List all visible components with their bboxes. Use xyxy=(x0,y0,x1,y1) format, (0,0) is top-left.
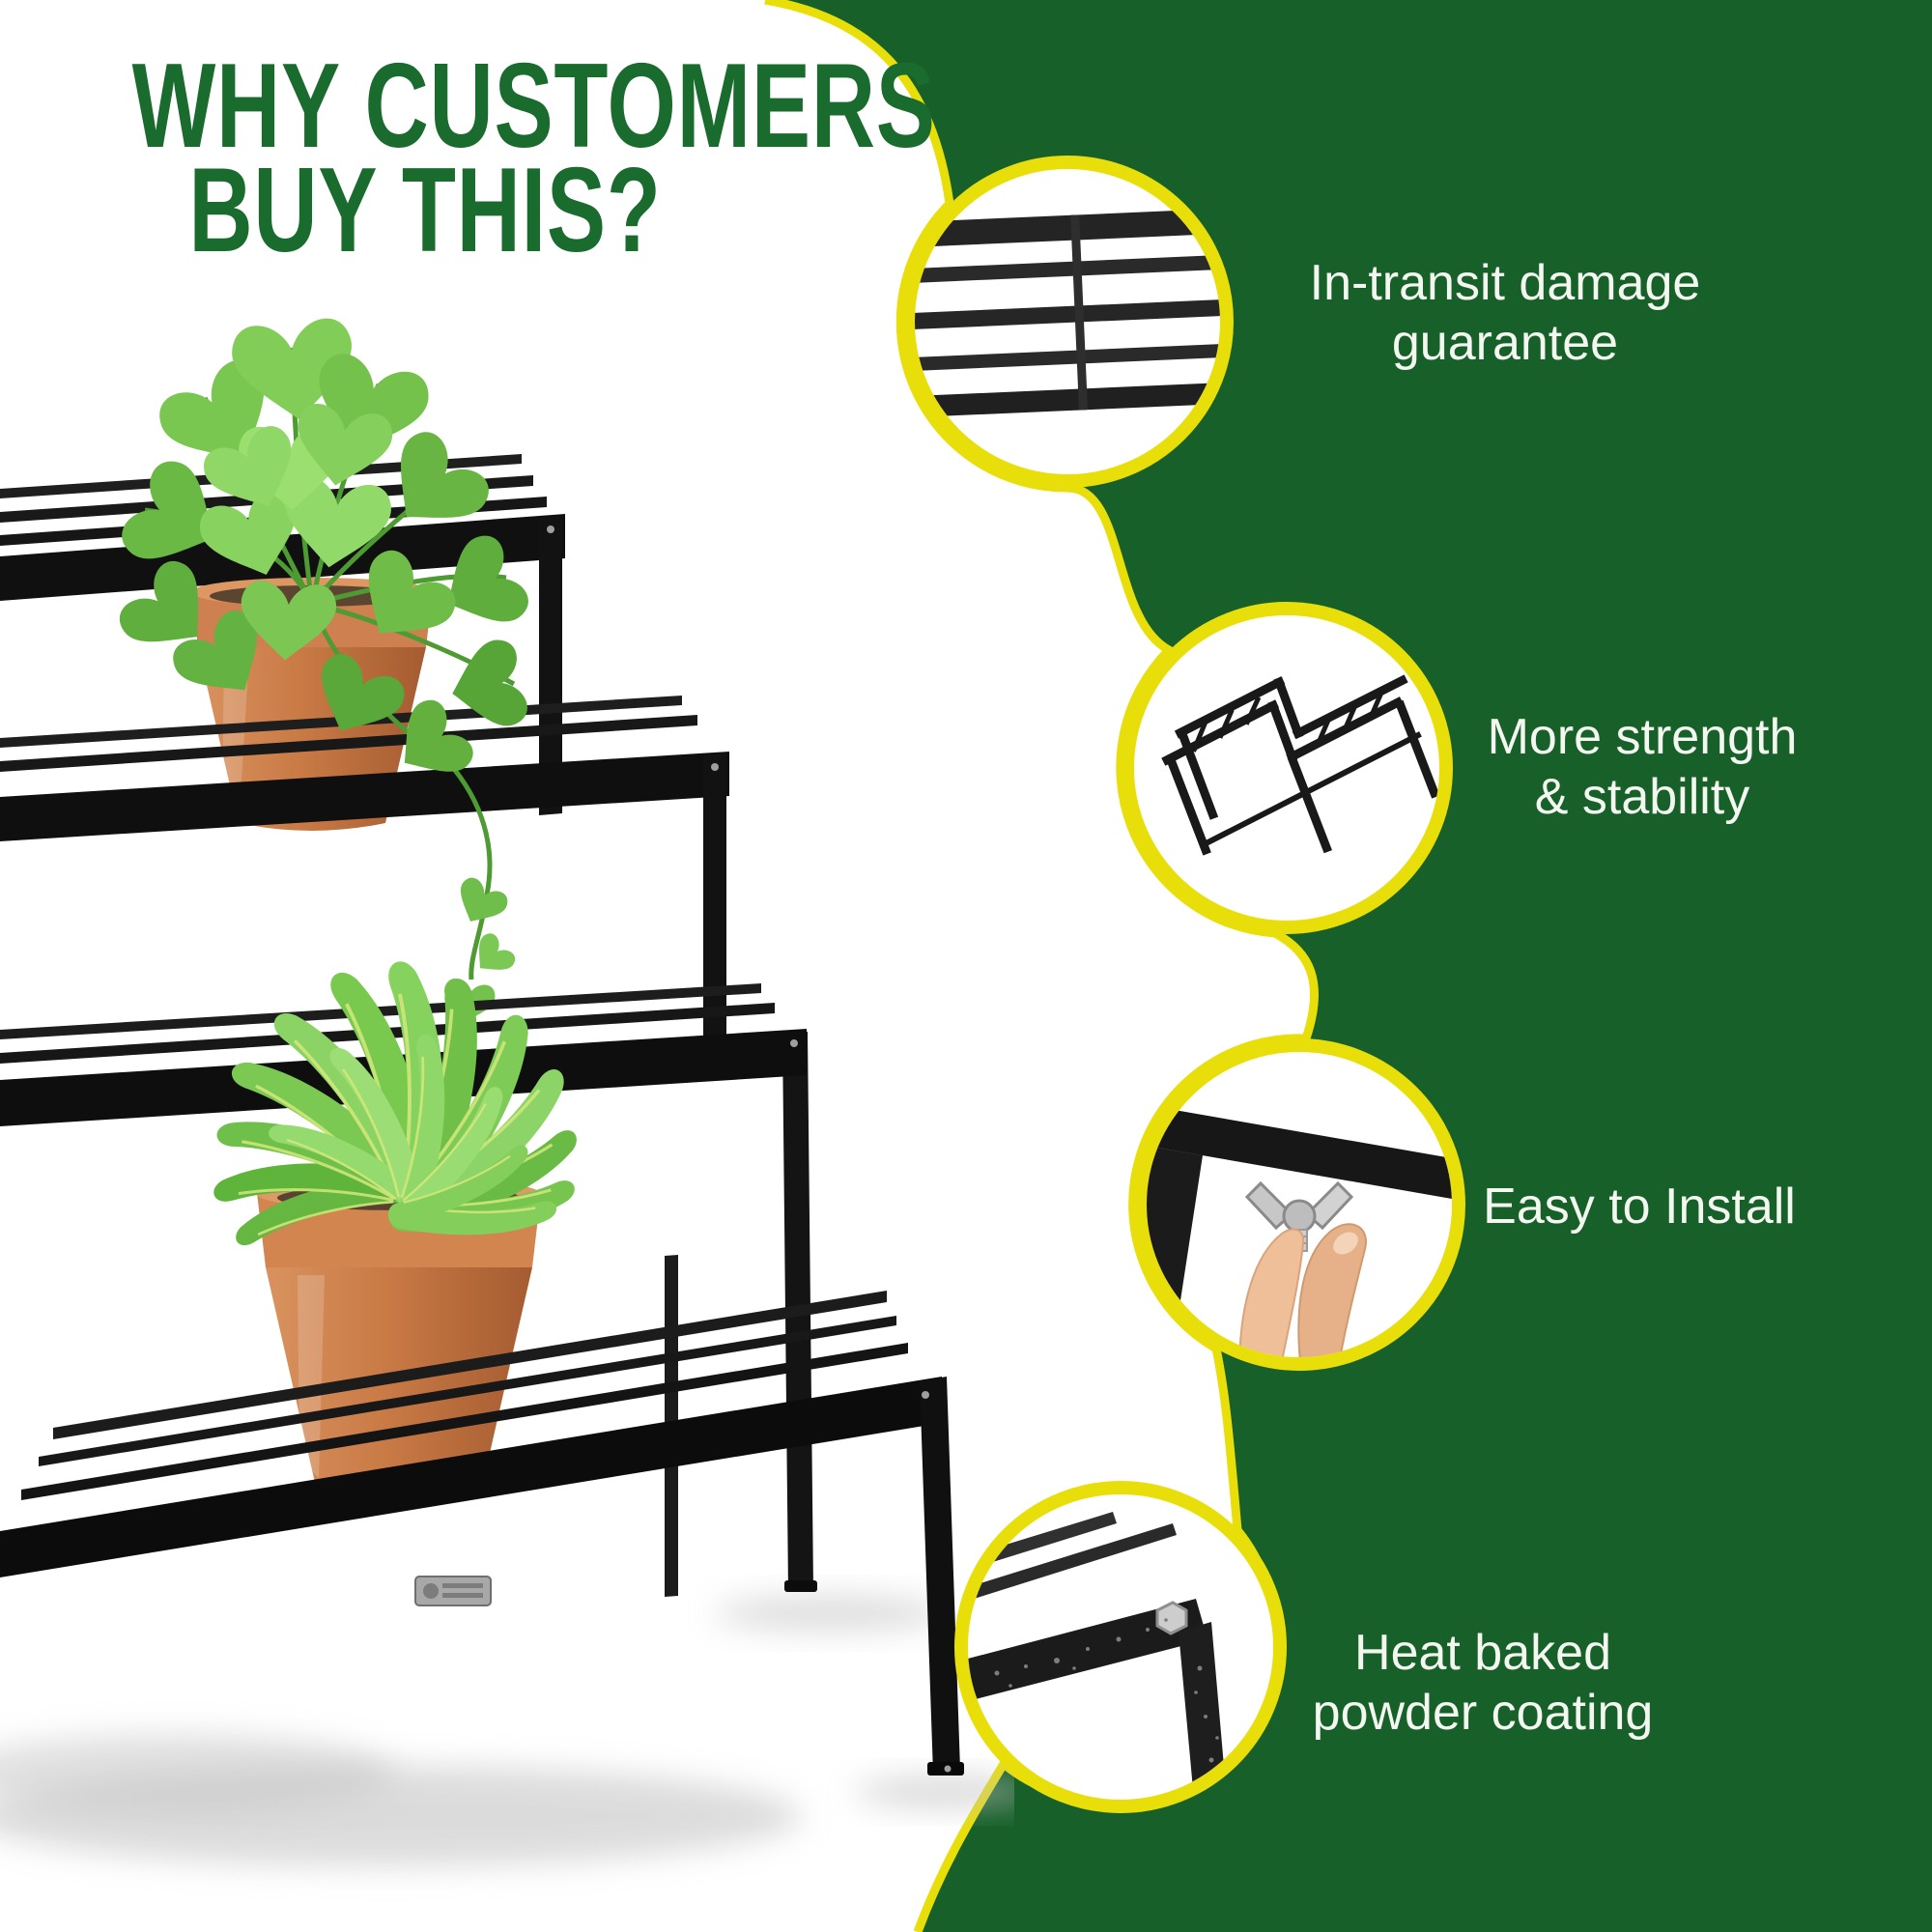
pothos-leaves xyxy=(111,316,535,1029)
feature-label-line: powder coating xyxy=(1312,1685,1654,1741)
feature-label-line: guarantee xyxy=(1391,315,1619,371)
feature-label-strength: More strength & stability xyxy=(1343,707,1932,827)
feature-label-coating: Heat baked powder coating xyxy=(1183,1623,1782,1743)
feature-label-line: Easy to Install xyxy=(1483,1179,1796,1235)
floor-shadow xyxy=(0,1596,1014,1866)
pothos-plant xyxy=(111,316,535,1029)
title-line-2: BUY THIS? xyxy=(188,144,662,277)
feature-label-line: More strength xyxy=(1487,709,1798,765)
brand-plate xyxy=(414,1576,492,1606)
stand-tier-4 xyxy=(0,1291,964,1776)
step-stand-frame-icon xyxy=(1161,674,1439,856)
feature-label-line: In-transit damage xyxy=(1309,255,1701,311)
powder-texture-speckles xyxy=(994,1618,1219,1763)
powder-coated-corner-icon xyxy=(968,1512,1227,1800)
fingers xyxy=(1238,1223,1367,1357)
page-title: WHY CUSTOMERS BUY THIS? xyxy=(131,40,936,277)
feature-label-line: Heat baked xyxy=(1354,1625,1611,1681)
feature-label-install: Easy to Install xyxy=(1340,1177,1932,1236)
plant-stand-photo xyxy=(0,316,1014,1866)
hand-tightening-wing-nut-icon xyxy=(1147,1105,1452,1357)
title-line-1: WHY CUSTOMERS xyxy=(131,40,936,173)
feature-label-line: & stability xyxy=(1534,769,1750,825)
feature-bubble-in-transit xyxy=(901,156,1234,488)
metal-shelf-slats-icon xyxy=(915,208,1220,418)
feature-label-in-transit: In-transit damage guarantee xyxy=(1206,253,1804,373)
wing-nut-icon xyxy=(1244,1180,1354,1252)
